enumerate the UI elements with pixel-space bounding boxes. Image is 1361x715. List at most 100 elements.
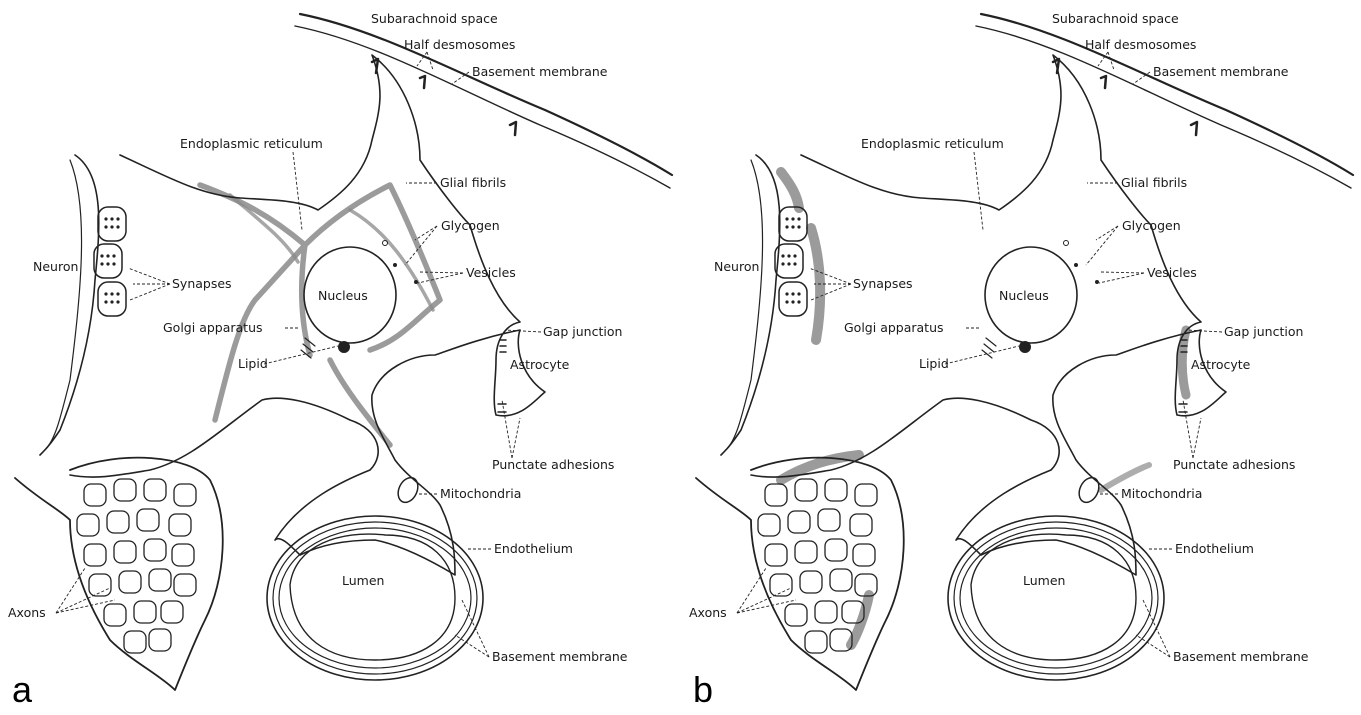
- axon-profile: [830, 569, 852, 591]
- label-basement-bottom: Basement membrane: [492, 650, 628, 664]
- synaptic-vesicle: [793, 262, 796, 265]
- leader-line: [512, 418, 520, 458]
- synaptic-vesicle: [104, 217, 107, 220]
- label-astrocyte: Astrocyte: [510, 358, 569, 372]
- leader-line: [418, 273, 463, 283]
- axon-profile: [149, 569, 171, 591]
- axon-profile: [853, 544, 875, 566]
- synaptic-vesicle: [104, 300, 107, 303]
- axon-profile: [114, 541, 136, 563]
- synapse-bouton: [98, 207, 126, 241]
- axon-profile: [788, 511, 810, 533]
- axon-profile: [149, 629, 171, 651]
- leader-line: [1193, 418, 1201, 458]
- axon-profile: [770, 574, 792, 596]
- leader-line: [737, 588, 791, 613]
- lumen-boundary: [971, 534, 1136, 660]
- axon-profile: [785, 604, 807, 626]
- panel-b: Subarachnoid spaceHalf desmosomesBasemen…: [681, 0, 1361, 715]
- leader-line: [502, 400, 512, 458]
- leader-line: [264, 346, 338, 364]
- synaptic-vesicle: [785, 225, 788, 228]
- label-basement-top: Basement membrane: [472, 65, 608, 79]
- vesicle-dot: [1074, 263, 1078, 267]
- synaptic-vesicle: [785, 217, 788, 220]
- axon-profile: [172, 544, 194, 566]
- lipid-droplet: [338, 341, 350, 353]
- vesicle-dot: [1095, 280, 1099, 284]
- synaptic-vesicle: [791, 225, 794, 228]
- label-glycogen: Glycogen: [441, 219, 500, 233]
- axon-profile: [144, 539, 166, 561]
- axon-profile: [825, 479, 847, 501]
- axon-profile: [169, 514, 191, 536]
- label-golgi: Golgi apparatus: [163, 321, 263, 335]
- label-lumen: Lumen: [342, 574, 384, 588]
- leader-line: [128, 268, 170, 284]
- label-neuron: Neuron: [714, 260, 759, 274]
- axon-profile: [805, 631, 827, 653]
- synaptic-vesicle: [104, 225, 107, 228]
- neuron-membrane: [40, 155, 99, 455]
- capillary-wall-inner: [960, 528, 1152, 668]
- axon-profile: [815, 601, 837, 623]
- synaptic-vesicle: [797, 225, 800, 228]
- axon-profile: [84, 484, 106, 506]
- synaptic-vesicle: [797, 300, 800, 303]
- label-er: Endoplasmic reticulum: [180, 137, 323, 151]
- synaptic-vesicle: [106, 254, 109, 257]
- axon-profile: [104, 604, 126, 626]
- neuron-inner-membrane: [45, 160, 82, 450]
- golgi-stack: [982, 338, 996, 358]
- label-vesicles: Vesicles: [466, 266, 516, 280]
- synaptic-vesicle: [116, 225, 119, 228]
- er-highlight: [200, 185, 440, 445]
- synapse-bouton: [98, 282, 126, 316]
- synaptic-vesicle: [797, 292, 800, 295]
- synaptic-vesicle: [787, 262, 790, 265]
- gap-junction-marks: [500, 340, 506, 352]
- label-er: Endoplasmic reticulum: [861, 137, 1004, 151]
- synaptic-vesicle: [785, 300, 788, 303]
- label-nucleus: Nucleus: [999, 289, 1049, 303]
- axon-profile: [855, 484, 877, 506]
- axon-profile: [77, 514, 99, 536]
- diagram-a: [0, 0, 680, 715]
- label-subarachnoid: Subarachnoid space: [371, 12, 498, 26]
- axon-profile: [84, 544, 106, 566]
- label-subarachnoid: Subarachnoid space: [1052, 12, 1179, 26]
- glycogen-granule: [383, 241, 388, 246]
- synaptic-vesicle: [100, 254, 103, 257]
- label-endothelium: Endothelium: [494, 542, 573, 556]
- label-lumen: Lumen: [1023, 574, 1065, 588]
- leader-line: [1096, 226, 1118, 240]
- synaptic-vesicle: [110, 225, 113, 228]
- leader-line: [974, 152, 983, 230]
- axon-profile: [174, 574, 196, 596]
- label-basement-bottom: Basement membrane: [1173, 650, 1309, 664]
- label-lipid: Lipid: [919, 357, 949, 371]
- membrane-highlight: [781, 172, 799, 208]
- leader-line: [293, 152, 302, 230]
- synaptic-vesicle: [791, 300, 794, 303]
- axon-profile: [765, 484, 787, 506]
- axon-profile: [795, 479, 817, 501]
- axon-profile: [174, 484, 196, 506]
- label-lipid: Lipid: [238, 357, 268, 371]
- label-axons: Axons: [8, 606, 46, 620]
- leader-line: [1101, 272, 1144, 273]
- axon-profile: [765, 544, 787, 566]
- leader-line: [415, 226, 437, 240]
- label-axons: Axons: [689, 606, 727, 620]
- synaptic-vesicle: [112, 254, 115, 257]
- axon-profile: [758, 514, 780, 536]
- label-punctate: Punctate adhesions: [492, 458, 614, 472]
- neuron-membrane: [721, 155, 780, 455]
- label-mitochondria: Mitochondria: [440, 487, 521, 501]
- synaptic-vesicle: [785, 292, 788, 295]
- label-vesicles: Vesicles: [1147, 266, 1197, 280]
- label-punctate: Punctate adhesions: [1173, 458, 1295, 472]
- axon-profile: [124, 631, 146, 653]
- panel-letter: a: [12, 672, 32, 708]
